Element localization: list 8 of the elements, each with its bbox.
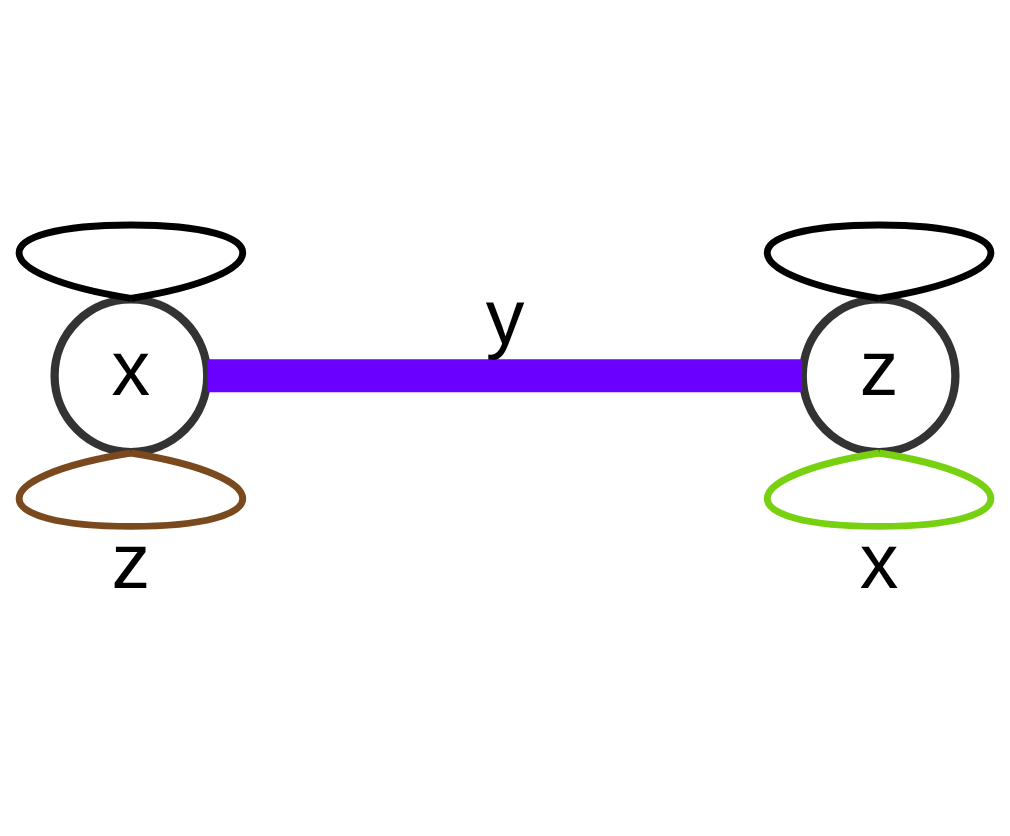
- edge-label: y: [485, 273, 525, 360]
- connector: [207, 358, 803, 392]
- connector: [16, 221, 246, 302]
- connector: [16, 449, 246, 530]
- edge-label: z: [111, 517, 151, 604]
- connector: [764, 221, 994, 302]
- edge-label: x: [859, 517, 899, 604]
- connector: [764, 449, 994, 530]
